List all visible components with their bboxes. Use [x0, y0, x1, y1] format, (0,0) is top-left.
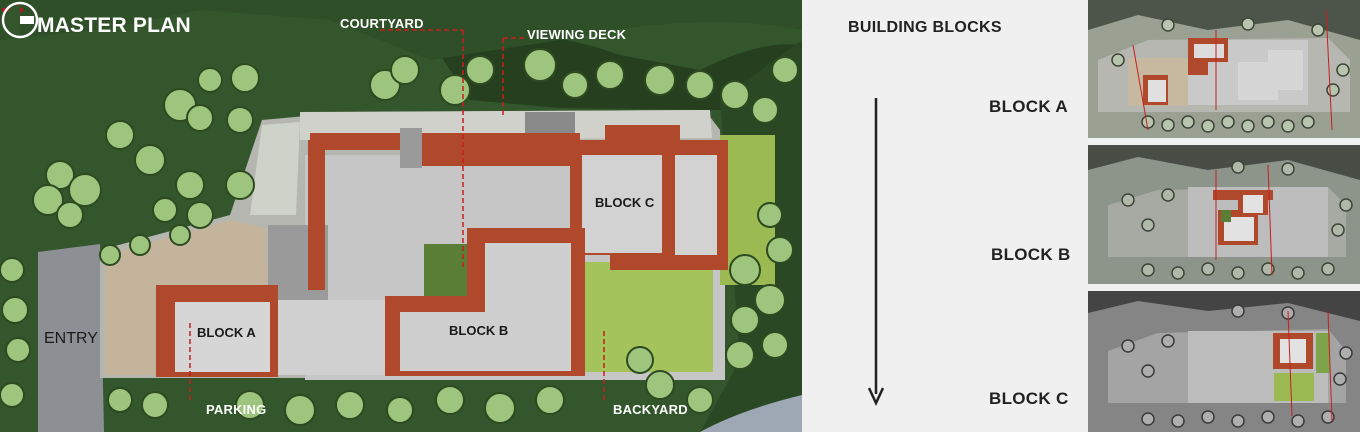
- block-a-slab: [175, 302, 270, 372]
- courtyard-label: COURTYARD: [340, 16, 424, 31]
- block-b-thumbnail-drawing: [1088, 145, 1360, 284]
- site-plan-drawing: [0, 29, 802, 432]
- stone-wall-west: [250, 122, 300, 215]
- block-b-slab-lower: [400, 312, 570, 371]
- roof-west-strip: [308, 140, 325, 290]
- courtyard-lawn: [424, 244, 474, 296]
- compass-icon: [1, 1, 39, 39]
- viewing-deck-slab: [525, 112, 575, 134]
- entry-label: ENTRY: [44, 330, 98, 347]
- block-a-plan-label: BLOCK A: [197, 325, 256, 340]
- block-b-plan-label: BLOCK B: [449, 323, 509, 338]
- viewing-deck-label: VIEWING DECK: [527, 27, 627, 42]
- parking-label: PARKING: [206, 402, 267, 417]
- building-blocks-title: BUILDING BLOCKS: [848, 19, 1002, 36]
- sequence-label-block-c: BLOCK C: [989, 389, 1069, 408]
- backyard-label: BACKYARD: [613, 402, 688, 417]
- sequence-arrow-icon: [868, 98, 884, 406]
- block-c-thumbnail-drawing: [1088, 291, 1360, 432]
- courtyard-stairs: [400, 128, 422, 168]
- river: [700, 395, 802, 432]
- roof-mid-strip: [418, 150, 575, 166]
- tree-group: [0, 48, 799, 426]
- master-plan: MASTER PLAN COURTYARD VIEWING DECK PARKI…: [0, 0, 802, 432]
- block-c-top-roof: [605, 125, 680, 143]
- building-blocks-panel: BUILDING BLOCKS BLOCK A BLOCK B BLOCK C: [802, 0, 1086, 432]
- block-a-thumbnail-drawing: [1088, 0, 1360, 138]
- block-a-thumbnail: [1088, 0, 1360, 138]
- roof-north-strip: [310, 133, 580, 150]
- entry-court: [278, 300, 388, 375]
- block-c-east-slab: [675, 155, 717, 255]
- sequence-label-block-a: BLOCK A: [989, 97, 1068, 116]
- leader-lines: [189, 29, 605, 400]
- block-c-slab: [582, 155, 662, 253]
- sequence-label-block-b: BLOCK B: [991, 245, 1071, 264]
- block-c-thumbnail: [1088, 291, 1360, 432]
- block-b-thumbnail: [1088, 145, 1360, 284]
- master-plan-title: MASTER PLAN: [37, 14, 191, 37]
- driveway: [38, 244, 104, 432]
- block-c-plan-label: BLOCK C: [595, 195, 655, 210]
